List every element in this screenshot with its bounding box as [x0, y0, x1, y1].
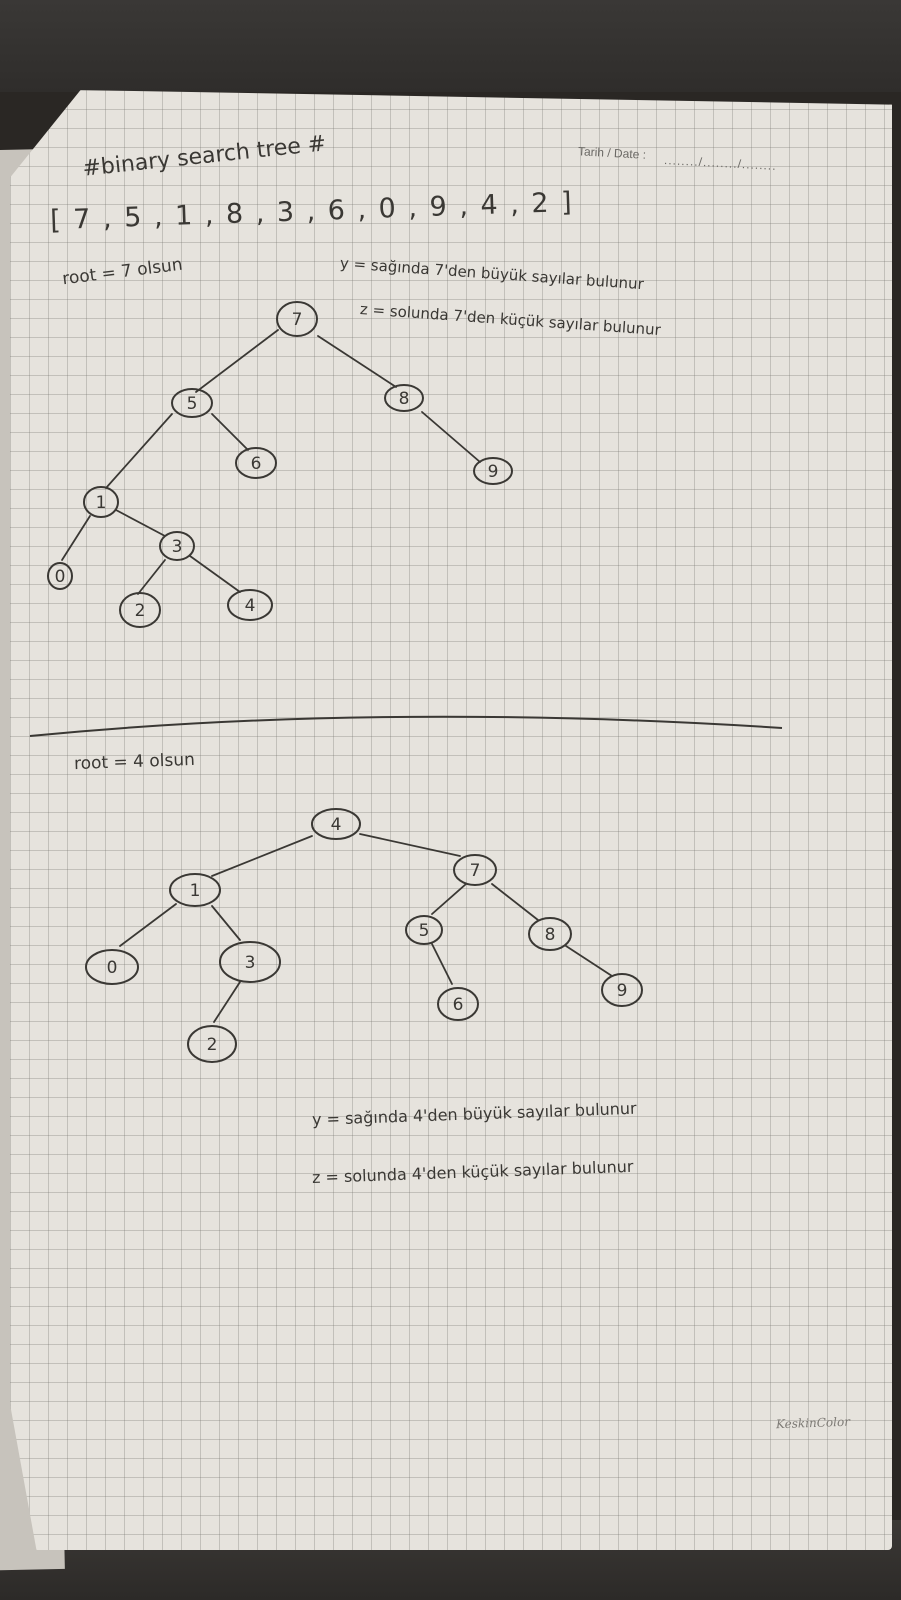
tree2-edge-7-8	[491, 883, 539, 921]
tree2-edge-1-3	[211, 905, 241, 941]
tree1-edge-1-0	[61, 515, 91, 561]
tree2-edge-4-1	[211, 835, 313, 877]
tree1-node-4: 4	[227, 589, 273, 621]
tree2-edge-5-6	[431, 943, 453, 985]
tree2-node-9: 9	[601, 973, 643, 1007]
tree2-edge-3-2	[213, 981, 241, 1023]
tree1-edge-7-8	[317, 335, 397, 388]
svg-text:7: 7	[470, 861, 481, 881]
svg-text:3: 3	[172, 537, 183, 557]
tree2-node-6: 6	[437, 987, 479, 1021]
svg-text:8: 8	[545, 925, 556, 945]
tree1-edge-5-1	[105, 413, 173, 489]
tree1-edge-1-3	[115, 509, 166, 537]
tree2-edge-4-7	[359, 833, 461, 857]
tree2-node-7: 7	[453, 854, 497, 886]
svg-text:9: 9	[488, 462, 499, 482]
tree2-edge-7-5	[431, 883, 467, 915]
tree2-node-1: 1	[169, 873, 221, 907]
tree1-edge-7-5	[195, 329, 279, 393]
notebook-page	[10, 90, 892, 1550]
svg-text:6: 6	[251, 454, 262, 474]
svg-text:5: 5	[187, 394, 198, 414]
tree2-node-2: 2	[187, 1025, 237, 1063]
background-top	[0, 0, 901, 92]
tree1-node-5: 5	[171, 388, 213, 418]
svg-text:6: 6	[453, 995, 464, 1015]
svg-text:5: 5	[419, 921, 430, 941]
tree1-node-7: 7	[276, 301, 318, 337]
svg-text:1: 1	[96, 493, 107, 513]
svg-text:3: 3	[245, 953, 256, 973]
tree2-node-0: 0	[85, 949, 139, 985]
tree1-node-1: 1	[83, 486, 119, 518]
svg-text:4: 4	[331, 815, 342, 835]
tree1-node-6: 6	[235, 447, 277, 479]
tree1-edge-5-6	[211, 413, 249, 451]
svg-text:1: 1	[190, 881, 201, 901]
tree2-node-3: 3	[219, 941, 281, 983]
svg-text:8: 8	[399, 389, 410, 409]
tree1-node-3: 3	[159, 531, 195, 561]
tree1-edge-3-2	[137, 559, 166, 595]
tree1-node-2: 2	[119, 592, 161, 628]
svg-text:9: 9	[617, 981, 628, 1001]
tree2-edge-8-9	[565, 945, 613, 977]
tree2-node-8: 8	[528, 917, 572, 951]
tree1-edge-3-4	[189, 555, 241, 593]
tree2-edge-1-0	[119, 903, 177, 947]
svg-text:0: 0	[55, 567, 66, 587]
tree1-node-9: 9	[473, 457, 513, 485]
section-divider-line	[29, 715, 783, 737]
svg-text:7: 7	[292, 310, 303, 330]
svg-text:0: 0	[107, 958, 118, 978]
tree1-edge-8-9	[421, 411, 481, 463]
svg-text:4: 4	[245, 596, 256, 616]
tree2-node-4: 4	[311, 808, 361, 840]
tree1-node-0: 0	[47, 562, 73, 590]
svg-text:2: 2	[207, 1035, 218, 1055]
tree2-node-5: 5	[405, 915, 443, 945]
tree1-node-8: 8	[384, 384, 424, 412]
svg-text:2: 2	[135, 601, 146, 621]
